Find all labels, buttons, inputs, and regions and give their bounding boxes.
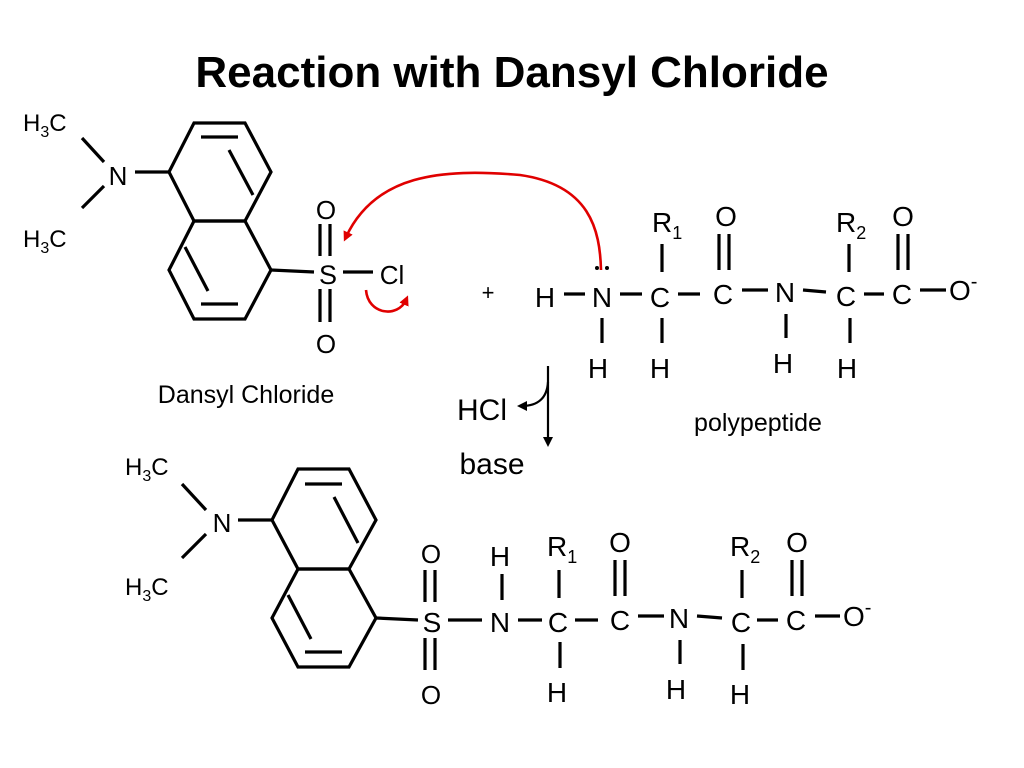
plus-sign: +	[482, 280, 495, 305]
atom-o-minus: O-	[949, 271, 977, 306]
atom-n-terminal: N	[592, 282, 612, 313]
r2-group: R2	[836, 207, 866, 243]
lone-pair-dot	[595, 266, 599, 270]
atom-h: H	[547, 677, 567, 708]
atom-s: S	[423, 607, 442, 638]
atom-h: H	[837, 353, 857, 384]
label-polypeptide: polypeptide	[694, 409, 822, 437]
byproduct-arrow	[517, 381, 550, 411]
naphthalene-ring	[270, 467, 378, 669]
atom-n-sulfonamide: N	[490, 607, 510, 638]
atom-h: H	[490, 541, 510, 572]
atom-h: H	[650, 353, 670, 384]
atom-c-alpha2: C	[731, 607, 751, 638]
atom-s: S	[319, 260, 337, 290]
methyl-h3c-top: H3C	[23, 110, 67, 141]
methyl-h3c-bottom: H3C	[23, 226, 67, 257]
atom-n: N	[213, 508, 232, 538]
atom-o: O	[609, 527, 631, 558]
atom-c-carboxyl: C	[786, 605, 806, 636]
atom-h: H	[730, 679, 750, 710]
label-hcl: HCl	[457, 394, 507, 427]
atom-c-carbonyl1: C	[610, 605, 630, 636]
atom-o-bottom: O	[316, 329, 336, 359]
atom-o: O	[892, 201, 914, 232]
atom-h: H	[666, 674, 686, 705]
atom-h: H	[588, 353, 608, 384]
lone-pair-dot	[605, 266, 609, 270]
atom-h-terminal: H	[535, 282, 555, 313]
atom-n-amide: N	[669, 603, 689, 634]
atom-h: H	[773, 348, 793, 379]
atom-c-carboxyl: C	[892, 279, 912, 310]
atom-c-alpha1: C	[650, 282, 670, 313]
label-dansyl-chloride: Dansyl Chloride	[158, 381, 334, 409]
atom-o-minus: O-	[843, 597, 871, 632]
r1-group: R1	[652, 207, 682, 243]
atom-cl: Cl	[380, 260, 405, 290]
atom-c-alpha1: C	[548, 607, 568, 638]
polypeptide-structure: H N H C R1 H C O N H C R2	[535, 201, 978, 384]
slide-title: Reaction with Dansyl Chloride	[195, 48, 829, 97]
atom-c-alpha2: C	[836, 281, 856, 312]
r2-group: R2	[730, 531, 760, 567]
atom-o-top: O	[316, 195, 336, 225]
atom-c-carbonyl1: C	[713, 279, 733, 310]
atom-o: O	[786, 527, 808, 558]
nucleophilic-attack-arrow	[343, 171, 603, 271]
methyl-h3c-bottom: H3C	[125, 574, 169, 605]
atom-n-amide: N	[775, 277, 795, 308]
dansyl-chloride-structure: N H3C H3C S O O Cl	[23, 110, 409, 359]
atom-o: O	[715, 201, 737, 232]
atom-n: N	[109, 161, 128, 191]
r1-group: R1	[547, 531, 577, 567]
atom-o-top: O	[421, 539, 441, 569]
naphthalene-ring	[167, 121, 273, 321]
dansyl-peptide-product: N H3C H3C S O O N H C R1 H C	[125, 454, 871, 710]
label-base: base	[459, 448, 524, 481]
atom-o-bottom: O	[421, 680, 441, 710]
leaving-group-arrow	[364, 289, 409, 313]
methyl-h3c-top: H3C	[125, 454, 169, 485]
